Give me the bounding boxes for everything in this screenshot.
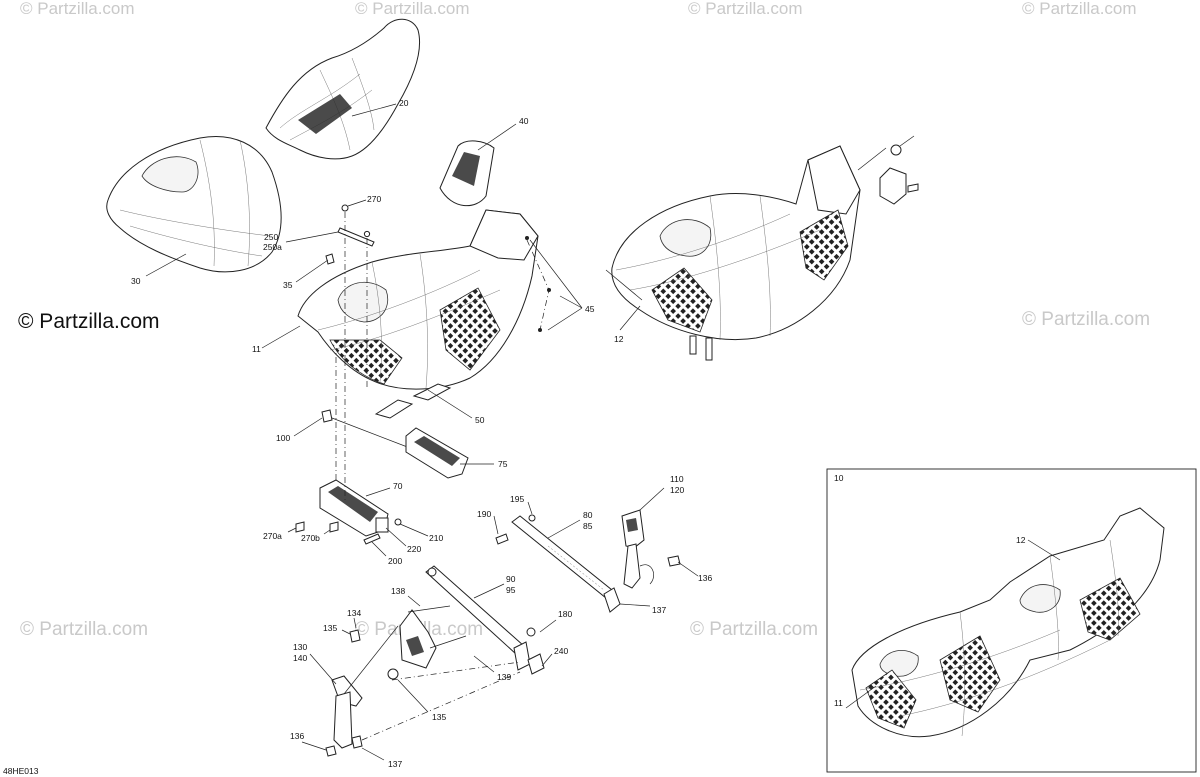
- inset-callout-12: 12: [1016, 535, 1026, 545]
- watermark-text: © Partzilla.com: [20, 619, 148, 640]
- callout-250: 250: [264, 232, 278, 242]
- callout-35: 35: [283, 280, 293, 290]
- callout-136-right: 136: [698, 573, 712, 583]
- callout-11: 11: [252, 344, 261, 354]
- callout-120: 120: [670, 485, 684, 495]
- callout-140: 140: [293, 653, 307, 663]
- callout-180: 180: [558, 609, 572, 619]
- callout-20: 20: [399, 98, 409, 108]
- callout-200: 200: [388, 556, 402, 566]
- part-20-backrest-cushion: [265, 18, 421, 160]
- callout-12: 12: [614, 334, 624, 344]
- inset-label: 10: [834, 473, 844, 483]
- part-130-belt-anchor: [325, 605, 521, 757]
- watermark-text: © Partzilla.com: [20, 0, 135, 18]
- callout-137-right: 137: [652, 605, 666, 615]
- callout-110: 110: [670, 474, 684, 484]
- callout-270b: 270b: [301, 533, 320, 543]
- callout-137-bottom: 137: [388, 759, 402, 769]
- part-90-lower-cross-tube: [425, 565, 545, 675]
- callout-labels: 20 30 40 270 250 250a 35 11 45 12 50 100…: [131, 98, 712, 769]
- callout-135-left: 135: [323, 623, 337, 633]
- callout-134: 134: [347, 608, 361, 618]
- callout-270-top: 270: [367, 194, 381, 204]
- inset-panel: 10 12 11: [826, 468, 1197, 773]
- callout-190: 190: [477, 509, 491, 519]
- diagram-code: 48HE013: [3, 766, 39, 776]
- seat-slider-rails: [319, 350, 469, 537]
- callout-270a: 270a: [263, 531, 282, 541]
- hardware-45-screws: [525, 236, 551, 332]
- part-40-headrest-pad: [439, 140, 495, 207]
- callout-70: 70: [393, 481, 403, 491]
- inset-callout-11: 11: [834, 698, 843, 708]
- part-30-seat-cushion: [106, 136, 282, 273]
- callout-195: 195: [510, 494, 524, 504]
- watermark-text: © Partzilla.com: [1022, 309, 1150, 330]
- leader-lines: [145, 103, 699, 761]
- callout-75: 75: [498, 459, 508, 469]
- watermark-text: © Partzilla.com: [690, 619, 818, 640]
- part-12-right-seat-assembly: [605, 135, 919, 361]
- callout-40: 40: [519, 116, 529, 126]
- callout-138: 138: [391, 586, 405, 596]
- callout-250a: 250a: [263, 242, 282, 252]
- callout-90: 90: [506, 574, 516, 584]
- callout-210: 210: [429, 533, 443, 543]
- watermark-text: © Partzilla.com: [1022, 0, 1137, 18]
- callout-220: 220: [407, 544, 421, 554]
- callout-135-bottom: 135: [432, 712, 446, 722]
- callout-100: 100: [276, 433, 290, 443]
- hardware-lower-cluster: [295, 517, 402, 545]
- callout-240: 240: [554, 646, 568, 656]
- part-80-cross-tube: [495, 514, 621, 613]
- watermark-text: © Partzilla.com: [688, 0, 803, 18]
- callout-139: 139: [497, 672, 511, 682]
- callout-130: 130: [293, 642, 307, 652]
- hardware-top-cluster: [325, 204, 375, 390]
- watermark-text: © Partzilla.com: [355, 0, 470, 18]
- brand-logo-text: © Partzilla.com: [18, 310, 160, 333]
- callout-45: 45: [585, 304, 595, 314]
- callout-85: 85: [583, 521, 593, 531]
- part-11-seat-shell: [297, 209, 539, 390]
- callout-50: 50: [475, 415, 485, 425]
- callout-95: 95: [506, 585, 516, 595]
- inset-double-seat: [845, 507, 1165, 738]
- part-110-seat-belt-buckle: [621, 509, 681, 589]
- callout-80: 80: [583, 510, 593, 520]
- callout-30: 30: [131, 276, 141, 286]
- callout-136-bottom: 136: [290, 731, 304, 741]
- part-50-labels: [374, 383, 452, 419]
